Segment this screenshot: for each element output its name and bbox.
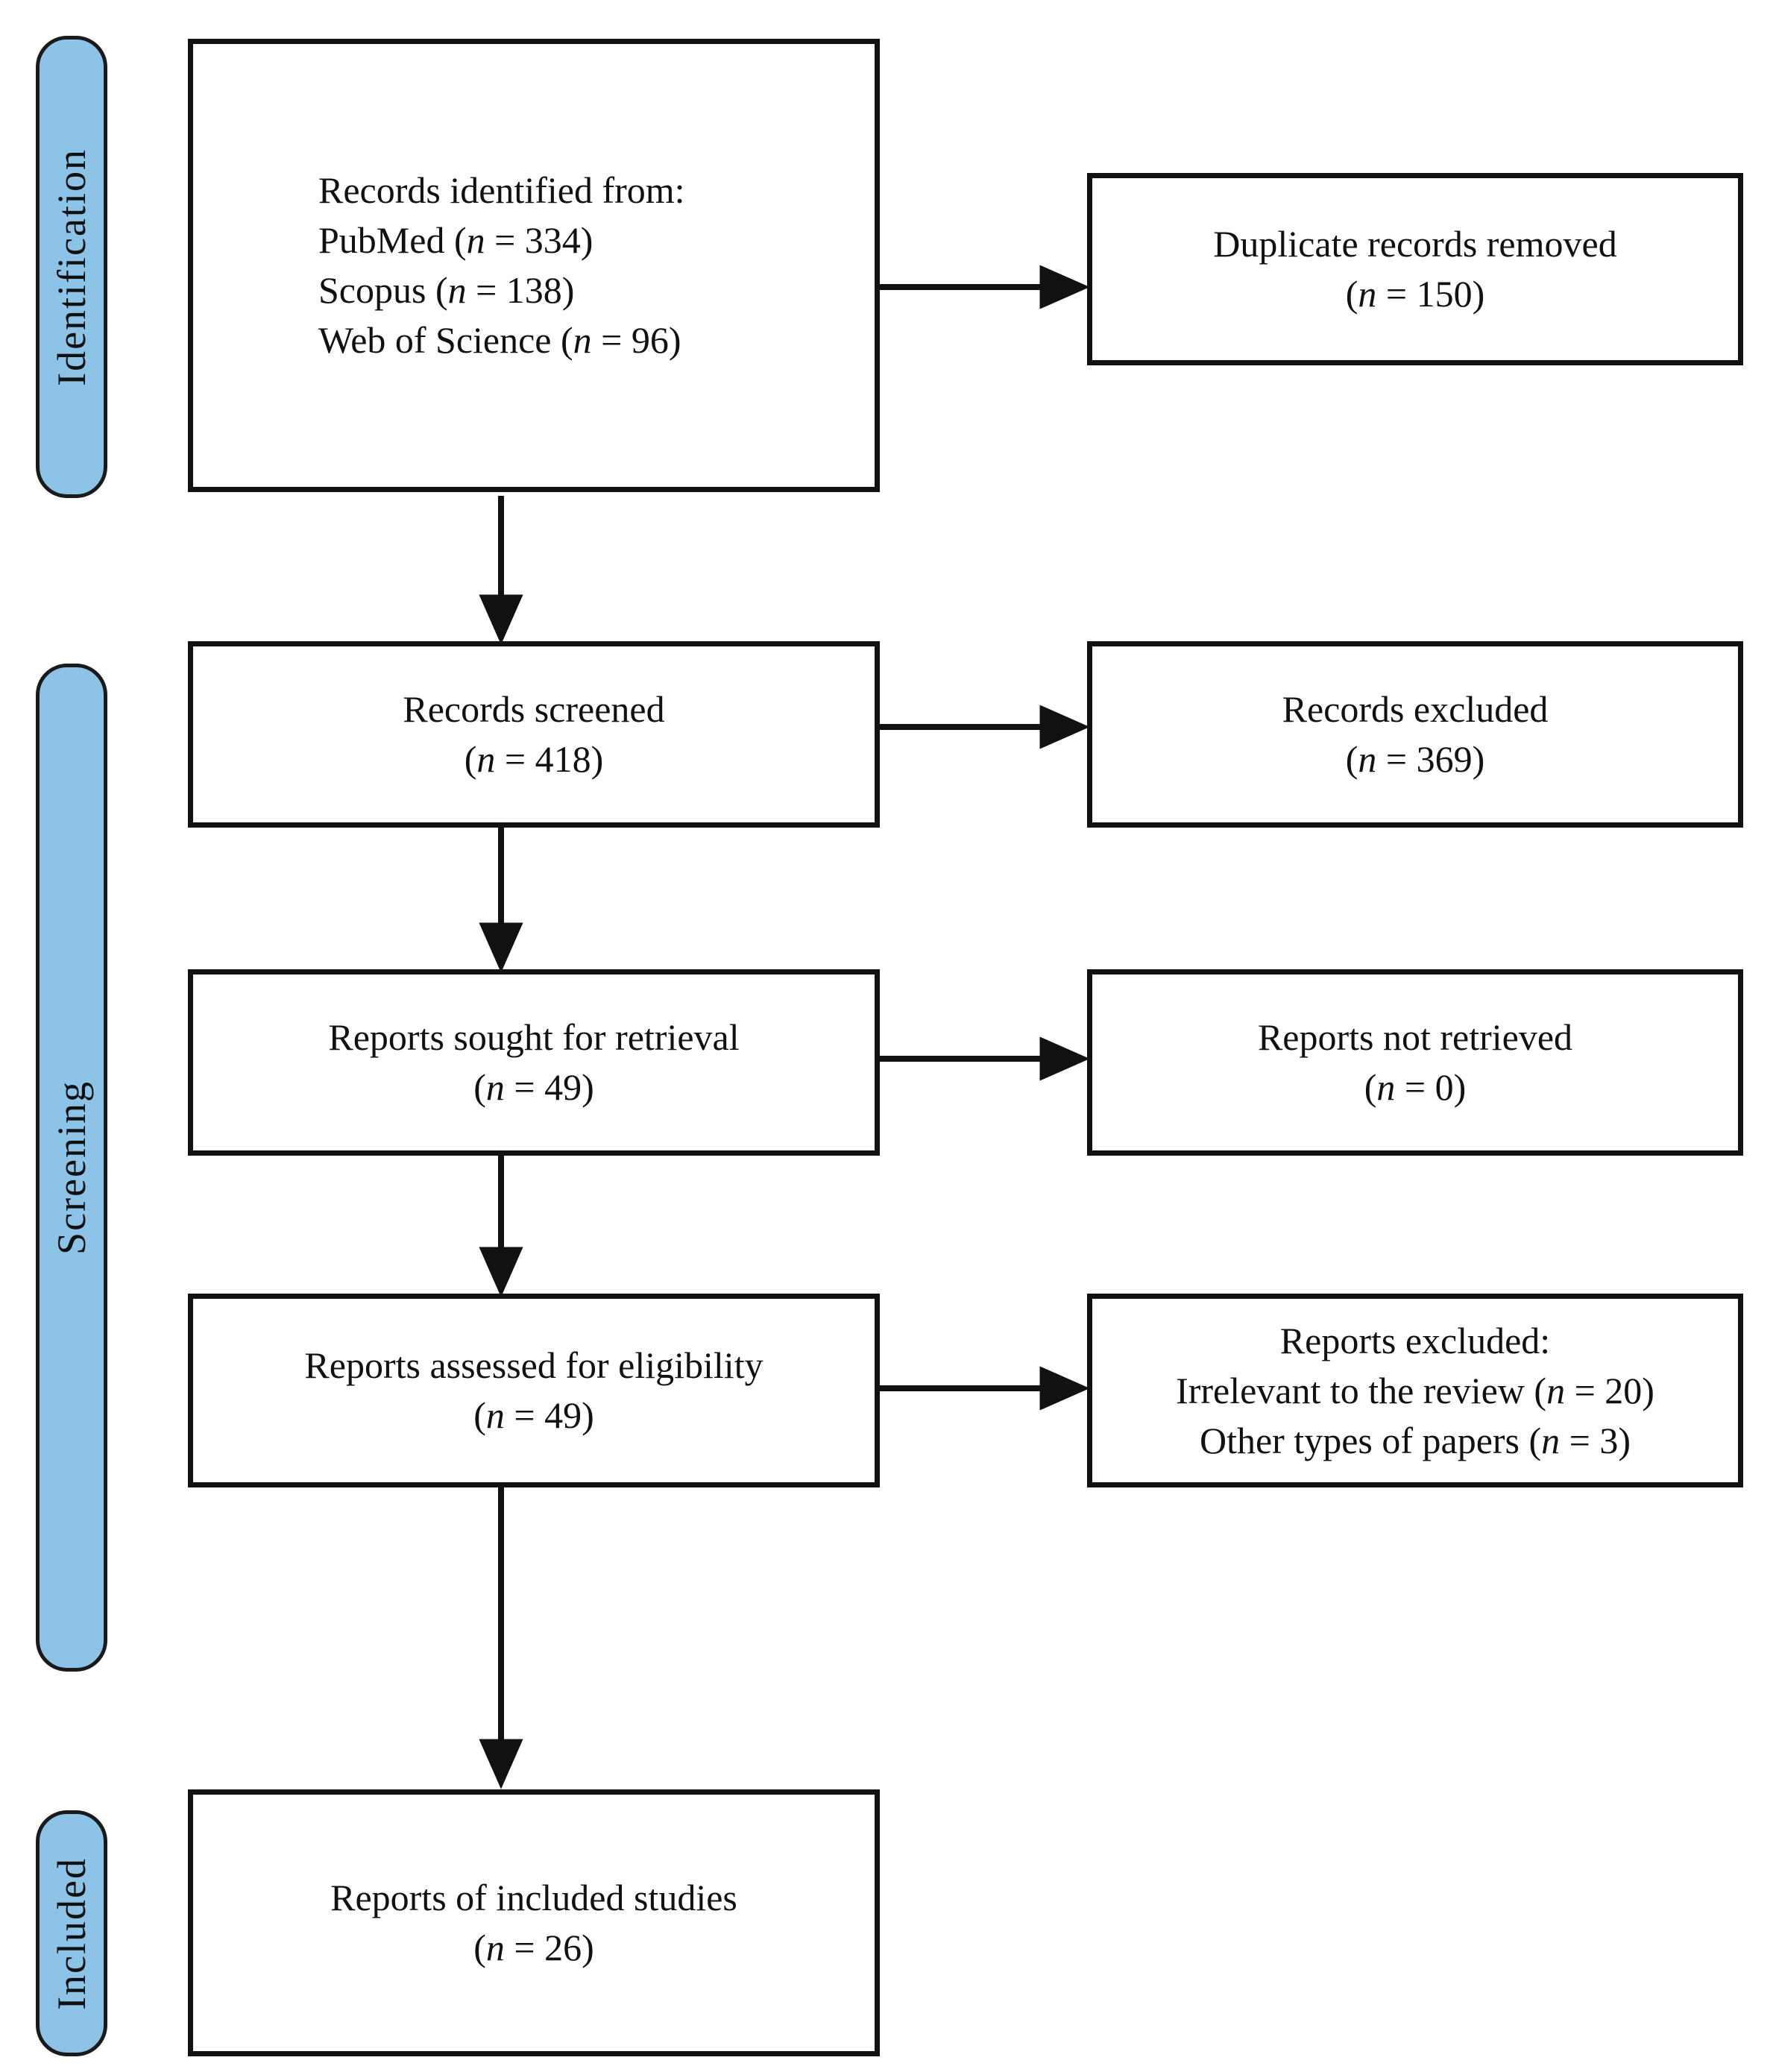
reports-excluded-line-2: Irrelevant to the review (n = 20) — [1176, 1369, 1654, 1411]
box-reports-included: Reports of included studies (n = 26) — [188, 1789, 880, 2056]
box-reports-sought: Reports sought for retrieval (n = 49) — [188, 969, 880, 1156]
records-identified-line-3: Scopus (n = 138) — [318, 269, 575, 311]
stage-label-included: Included — [49, 1857, 94, 2010]
box-records-screened: Records screened (n = 418) — [188, 641, 880, 828]
box-records-excluded: Records excluded (n = 369) — [1087, 641, 1743, 828]
reports-excluded-line-1: Reports excluded: — [1279, 1319, 1551, 1361]
box-reports-excluded: Reports excluded: Irrelevant to the revi… — [1087, 1294, 1743, 1487]
reports-assessed-line-2: (n = 49) — [473, 1394, 594, 1436]
records-excluded-line-1: Records excluded — [1282, 688, 1549, 730]
stage-label-identification: Identification — [49, 148, 94, 386]
records-identified-line-4: Web of Science (n = 96) — [318, 319, 681, 361]
reports-sought-line-1: Reports sought for retrieval — [328, 1016, 740, 1058]
stage-bar-identification: Identification — [36, 36, 107, 498]
box-reports-assessed: Reports assessed for eligibility (n = 49… — [188, 1294, 880, 1487]
reports-not-retrieved-line-1: Reports not retrieved — [1257, 1016, 1573, 1058]
records-screened-line-1: Records screened — [403, 688, 665, 730]
duplicates-removed-line-1: Duplicate records removed — [1213, 223, 1617, 265]
reports-sought-line-2: (n = 49) — [473, 1066, 594, 1108]
stage-bar-included: Included — [36, 1810, 107, 2056]
stage-label-screening: Screening — [49, 1080, 94, 1255]
reports-assessed-line-1: Reports assessed for eligibility — [304, 1344, 763, 1386]
box-records-identified: Records identified from: PubMed (n = 334… — [188, 39, 880, 492]
box-duplicates-removed: Duplicate records removed (n = 150) — [1087, 173, 1743, 365]
records-excluded-line-2: (n = 369) — [1345, 738, 1485, 780]
reports-excluded-line-3: Other types of papers (n = 3) — [1199, 1419, 1631, 1461]
stage-bar-screening: Screening — [36, 664, 107, 1672]
reports-included-line-1: Reports of included studies — [330, 1877, 737, 1918]
records-screened-line-2: (n = 418) — [464, 738, 604, 780]
records-identified-line-2: PubMed (n = 334) — [318, 219, 593, 261]
reports-not-retrieved-line-2: (n = 0) — [1364, 1066, 1467, 1108]
reports-included-line-2: (n = 26) — [473, 1927, 594, 1968]
records-identified-line-1: Records identified from: — [318, 169, 685, 211]
duplicates-removed-line-2: (n = 150) — [1345, 273, 1485, 315]
box-reports-not-retrieved: Reports not retrieved (n = 0) — [1087, 969, 1743, 1156]
